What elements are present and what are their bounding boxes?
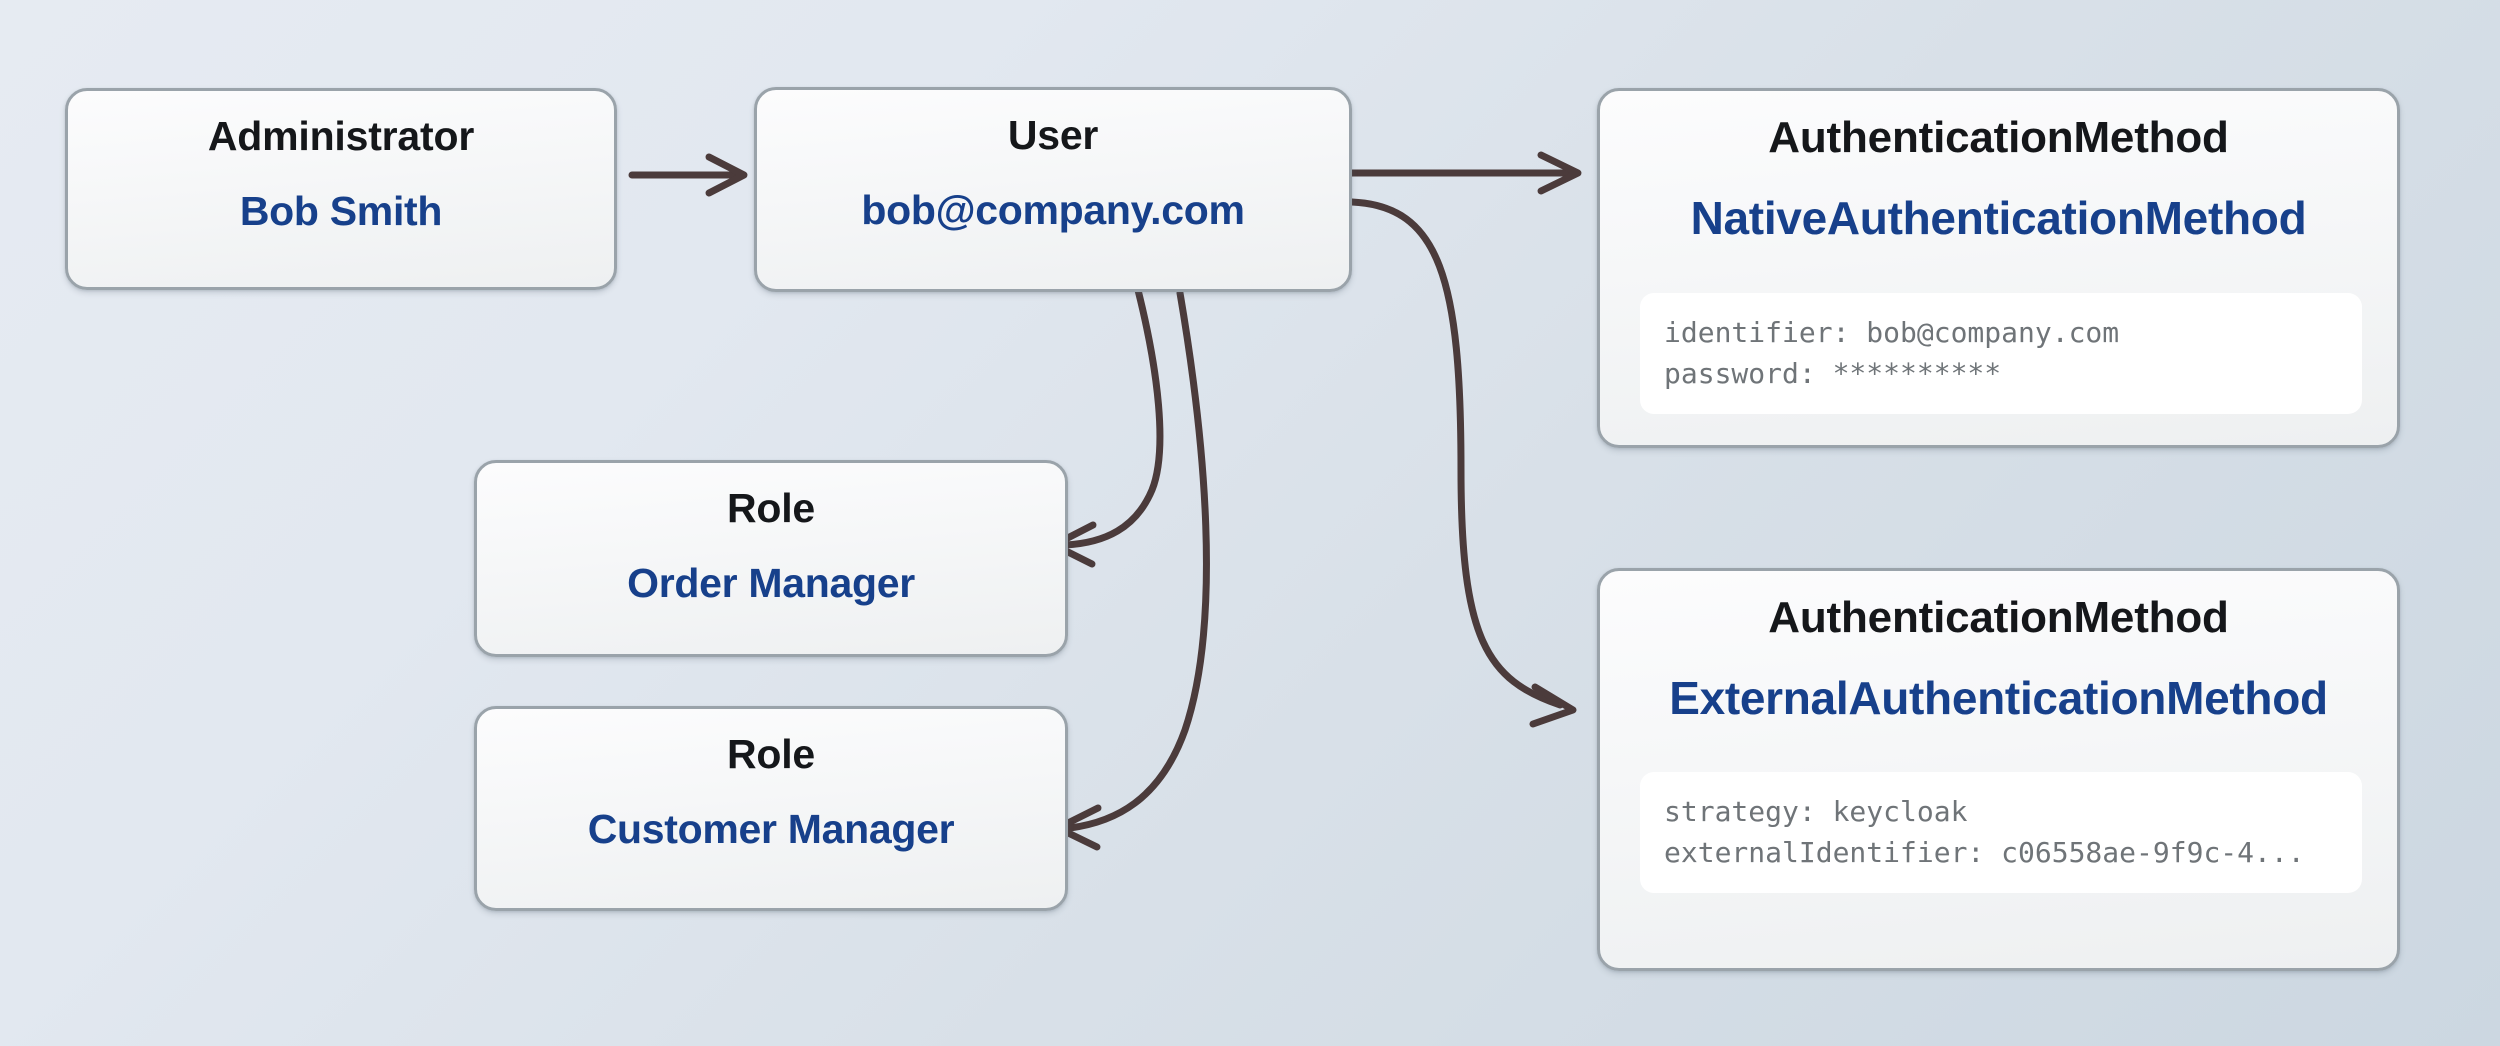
node-role-customer-manager-title: Customer Manager: [587, 806, 955, 852]
node-external-auth-title: ExternalAuthenticationMethod: [1669, 672, 2328, 724]
external-auth-properties-panel: strategy: keycloak externalIdentifier: c…: [1640, 772, 2362, 893]
edge-user-to-role-customer-manager: [1054, 289, 1210, 851]
edge-user-to-role-order-manager: [1050, 286, 1164, 568]
node-role-customer-manager[interactable]: Role Customer Manager: [474, 706, 1068, 911]
node-role-order-manager-type: Role: [726, 485, 816, 531]
node-external-auth-type: AuthenticationMethod: [1768, 593, 2229, 642]
native-auth-properties-panel: identifier: bob@company.com password: **…: [1640, 293, 2362, 414]
node-role-order-manager[interactable]: Role Order Manager: [474, 460, 1068, 657]
node-external-authentication-method[interactable]: AuthenticationMethod ExternalAuthenticat…: [1597, 568, 2400, 971]
node-administrator[interactable]: Administrator Bob Smith: [65, 88, 617, 290]
node-role-order-manager-title: Order Manager: [627, 560, 915, 606]
edge-user-to-native-auth: [1348, 151, 1582, 195]
node-native-auth-type: AuthenticationMethod: [1768, 113, 2229, 162]
node-user-title: bob@company.com: [861, 187, 1245, 233]
node-administrator-type: Administrator: [207, 113, 475, 159]
edge-administrator-to-user: [628, 153, 748, 197]
node-user[interactable]: User bob@company.com: [754, 87, 1352, 292]
node-administrator-title: Bob Smith: [239, 188, 443, 234]
node-role-customer-manager-type: Role: [726, 731, 816, 777]
edge-user-to-external-auth: [1348, 198, 1577, 728]
node-user-type: User: [1007, 112, 1099, 158]
node-native-auth-title: NativeAuthenticationMethod: [1690, 192, 2307, 244]
